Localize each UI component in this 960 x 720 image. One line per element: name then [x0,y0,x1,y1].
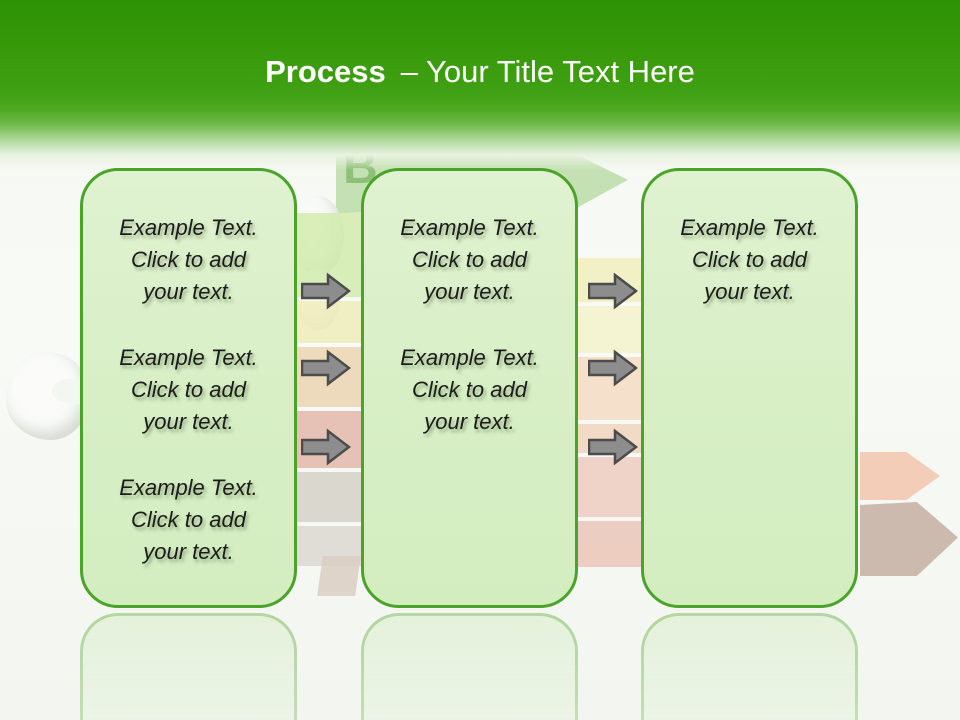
text-block: Example Text. Click to add your text. [680,215,819,304]
text-block: Example Text. Click to add your text. [119,215,258,304]
box-2-reflection [361,613,578,720]
process-box-3: Example Text. Click to add your text. [641,168,858,608]
title-keyword: Process [265,54,386,89]
process-box-1: Example Text. Click to add your text. Ex… [80,168,297,608]
header-band [0,0,960,170]
arrow-right-icon [588,428,638,466]
arrow-right-icon [588,349,638,387]
box-3-reflection [641,613,858,720]
bg-label-arrow-beige [860,502,958,576]
arrow-right-icon [301,428,351,466]
title-rest: – Your Title Text Here [400,54,695,89]
page-title: Process – Your Title Text Here [0,54,960,90]
text-block: Example Text. Click to add your text. [400,215,539,304]
arrow-right-icon [301,272,351,310]
bg-figure-arm [6,352,100,440]
arrow-right-icon [588,272,638,310]
text-block: Example Text. Click to add your text. [119,345,258,434]
box-1-reflection [80,613,297,720]
process-box-2: Example Text. Click to add your text. Ex… [361,168,578,608]
bg-label-base [317,556,361,596]
text-block: Example Text. Click to add your text. [400,345,539,434]
arrow-right-icon [301,349,351,387]
text-block: Example Text. Click to add your text. [119,475,258,564]
bg-label-arrow-salmon [860,452,940,500]
